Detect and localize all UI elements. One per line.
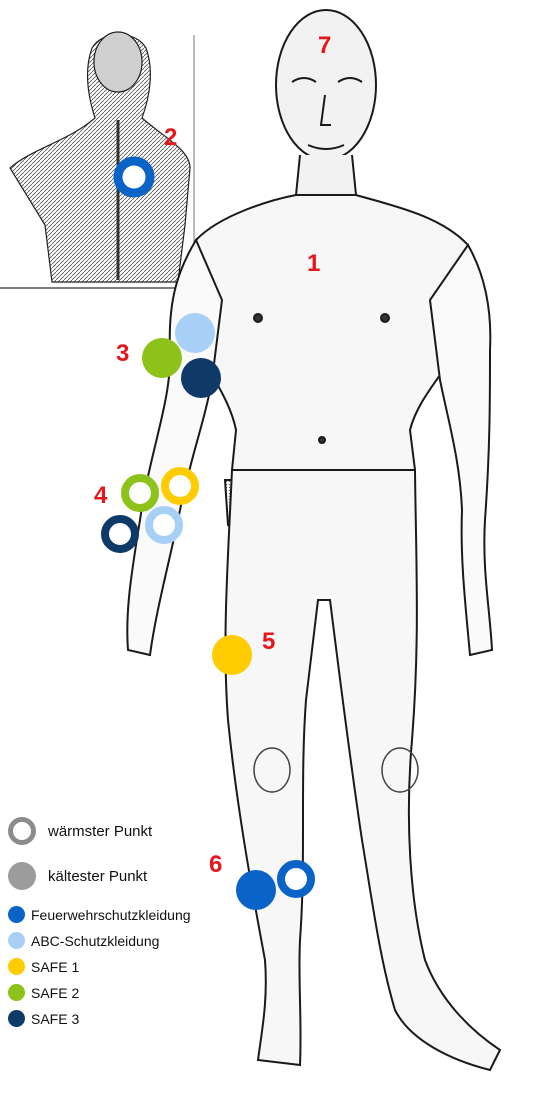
legend-item-label: ABC-Schutzkleidung [31,933,159,949]
point-5-safe1-cold [212,635,252,675]
marker-2: 2 [164,126,177,150]
legend-item-label: SAFE 1 [31,959,79,975]
legend-item-abc: ABC-Schutzkleidung [8,932,159,949]
marker-5: 5 [262,630,275,654]
legend-item-label: Feuerwehrschutzkleidung [31,907,191,923]
point-3-abc-cold [175,313,215,353]
ring-symbol-icon [8,817,36,845]
marker-1: 1 [307,252,320,276]
marker-6: 6 [209,853,222,877]
legend-warm: wärmster Punkt [8,817,152,845]
legend-item-safe3: SAFE 3 [8,1010,79,1027]
legend-item-label: SAFE 2 [31,985,79,1001]
point-6-feuerwehr-cold [236,870,276,910]
legend-item-safe1: SAFE 1 [8,958,79,975]
legend-item-label: SAFE 3 [31,1011,79,1027]
legend-cold-label: kältester Punkt [48,868,147,885]
marker-4: 4 [94,484,107,508]
back-view-inset [0,32,200,288]
legend-warm-label: wärmster Punkt [48,823,152,840]
marker-3: 3 [116,342,129,366]
legend-cold: kältester Punkt [8,862,147,890]
point-6-feuerwehr-warm [281,864,311,894]
safe2-dot-icon [8,984,25,1001]
safe3-dot-icon [8,1010,25,1027]
solid-circle-icon [8,862,36,890]
point-3-safe2-cold [142,338,182,378]
legend-item-safe2: SAFE 2 [8,984,79,1001]
point-4-safe1-warm [165,471,195,501]
point-3-safe3-cold [181,358,221,398]
point-2-feuerwehr-warm [118,161,150,193]
abc-dot-icon [8,932,25,949]
point-4-safe3-warm [105,519,135,549]
feuerwehr-dot-icon [8,906,25,923]
safe1-dot-icon [8,958,25,975]
point-4-abc-warm [149,510,179,540]
marker-7: 7 [318,34,331,58]
legend-item-feuerwehr: Feuerwehrschutzkleidung [8,906,191,923]
point-4-safe2-warm [125,478,155,508]
